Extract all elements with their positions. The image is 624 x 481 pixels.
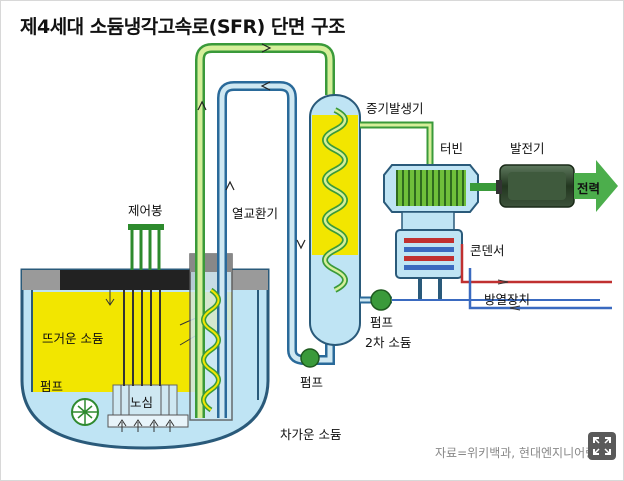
diagram-title: 제4세대 소듐냉각고속로(SFR) 단면 구조 (20, 16, 345, 38)
secondary-pump (300, 348, 320, 368)
reactor-core (107, 384, 189, 428)
loop-arrows (197, 43, 306, 250)
label-heat-sink: 방열장치 (484, 292, 531, 307)
steam-generator (309, 94, 361, 346)
label-generator: 발전기 (510, 141, 545, 156)
expand-icon (593, 437, 611, 455)
label-secondary-sodium: 2차 소듐 (365, 335, 412, 350)
heat-sink-lines (392, 244, 612, 311)
label-condenser: 콘덴서 (470, 243, 505, 258)
label-turbine: 터빈 (440, 141, 464, 156)
label-electricity: 전력 (577, 181, 601, 196)
label-hot-sodium: 뜨거운 소듐 (42, 331, 104, 346)
expand-button[interactable] (588, 432, 616, 460)
label-core: 노심 (130, 395, 154, 410)
rod-drive-block (60, 270, 200, 290)
control-rods (123, 224, 164, 386)
primary-pump (71, 398, 99, 426)
label-steam-generator: 증기발생기 (366, 101, 424, 116)
condenser (395, 211, 463, 300)
label-secondary-pump: 펌프 (300, 375, 324, 390)
label-feedwater-pump: 펌프 (370, 315, 394, 330)
source-credit: 자료=위키백과, 현대엔지니어링 (435, 446, 597, 460)
electricity-arrow (574, 160, 618, 212)
generator (496, 164, 575, 208)
label-cold-sodium: 차가운 소듐 (280, 427, 342, 442)
turbine (383, 164, 500, 213)
label-primary-pump: 펌프 (40, 379, 64, 394)
feedwater-pump (370, 289, 392, 311)
secondary-loop (195, 43, 335, 418)
label-control-rods: 제어봉 (128, 203, 163, 218)
label-heat-exchanger: 열교환기 (232, 206, 279, 221)
